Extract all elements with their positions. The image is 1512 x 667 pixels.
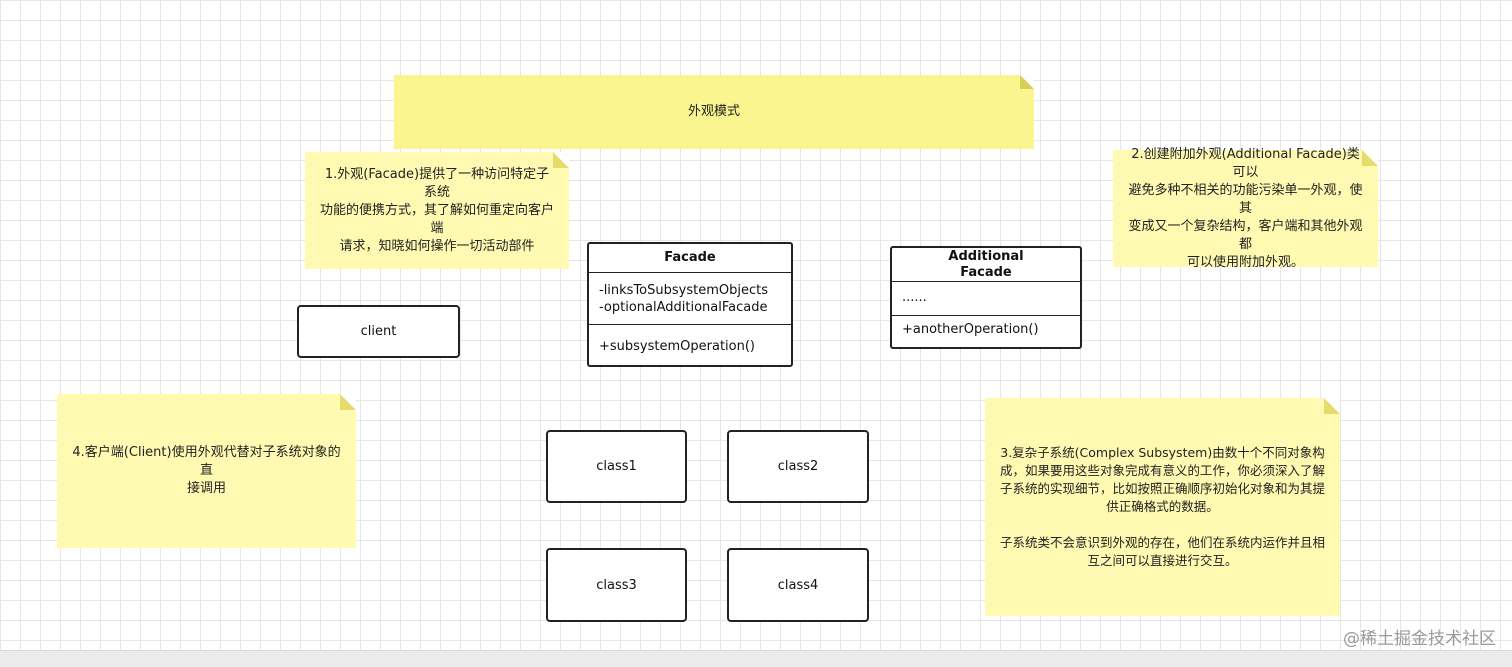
note-facade-text: 1.外观(Facade)提供了一种访问特定子系统 功能的便携方式，其了解如何重定… <box>319 166 554 254</box>
bottom-scrollbar[interactable] <box>0 650 1512 667</box>
additional-facade-attributes: ...... <box>892 282 1080 316</box>
title-text: 外观模式 <box>687 104 740 119</box>
note-facade-description[interactable]: 1.外观(Facade)提供了一种访问特定子系统 功能的便携方式，其了解如何重定… <box>305 152 569 269</box>
title-note[interactable]: 外观模式 <box>394 75 1034 149</box>
class1-box[interactable]: class1 <box>546 430 687 503</box>
note-client-description[interactable]: 4.客户端(Client)使用外观代替对子系统对象的直 接调用 <box>57 394 356 548</box>
facade-operations: +subsystemOperation() <box>599 339 755 354</box>
note-subsystem-description[interactable]: 3.复杂子系统(Complex Subsystem)由数十个不同对象构 成，如果… <box>985 398 1340 616</box>
class1-label: class1 <box>596 459 637 474</box>
facade-class[interactable]: Facade -linksToSubsystemObjects -optiona… <box>587 242 793 367</box>
diagram-canvas[interactable]: 外观模式 1.外观(Facade)提供了一种访问特定子系统 功能的便携方式，其了… <box>0 0 1512 650</box>
facade-class-name: Facade <box>589 244 791 273</box>
class3-box[interactable]: class3 <box>546 548 687 622</box>
note-additional-facade-text: 2.创建附加外观(Additional Facade)类可以 避免多种不相关的功… <box>1128 146 1363 270</box>
class2-label: class2 <box>777 459 819 474</box>
client-label: client <box>360 324 397 339</box>
additional-facade-operations: +anotherOperation() <box>902 322 1039 337</box>
class4-label: class4 <box>777 577 819 593</box>
class2-box[interactable]: class2 <box>727 430 869 503</box>
additional-facade-class[interactable]: Additional Facade ...... +anotherOperati… <box>890 246 1082 349</box>
class3-label: class3 <box>596 577 637 593</box>
note-client-text: 4.客户端(Client)使用外观代替对子系统对象的直 接调用 <box>72 445 341 496</box>
note-subsystem-text: 3.复杂子系统(Complex Subsystem)由数十个不同对象构 成，如果… <box>999 445 1325 568</box>
additional-facade-class-name: Additional Facade <box>892 248 1080 282</box>
note-additional-facade-description[interactable]: 2.创建附加外观(Additional Facade)类可以 避免多种不相关的功… <box>1113 147 1378 270</box>
facade-attributes: -linksToSubsystemObjects -optionalAdditi… <box>589 273 791 325</box>
class4-box[interactable]: class4 <box>727 548 869 622</box>
client-box[interactable]: client <box>297 305 460 358</box>
watermark: @稀土掘金技术社区 <box>1343 629 1496 649</box>
